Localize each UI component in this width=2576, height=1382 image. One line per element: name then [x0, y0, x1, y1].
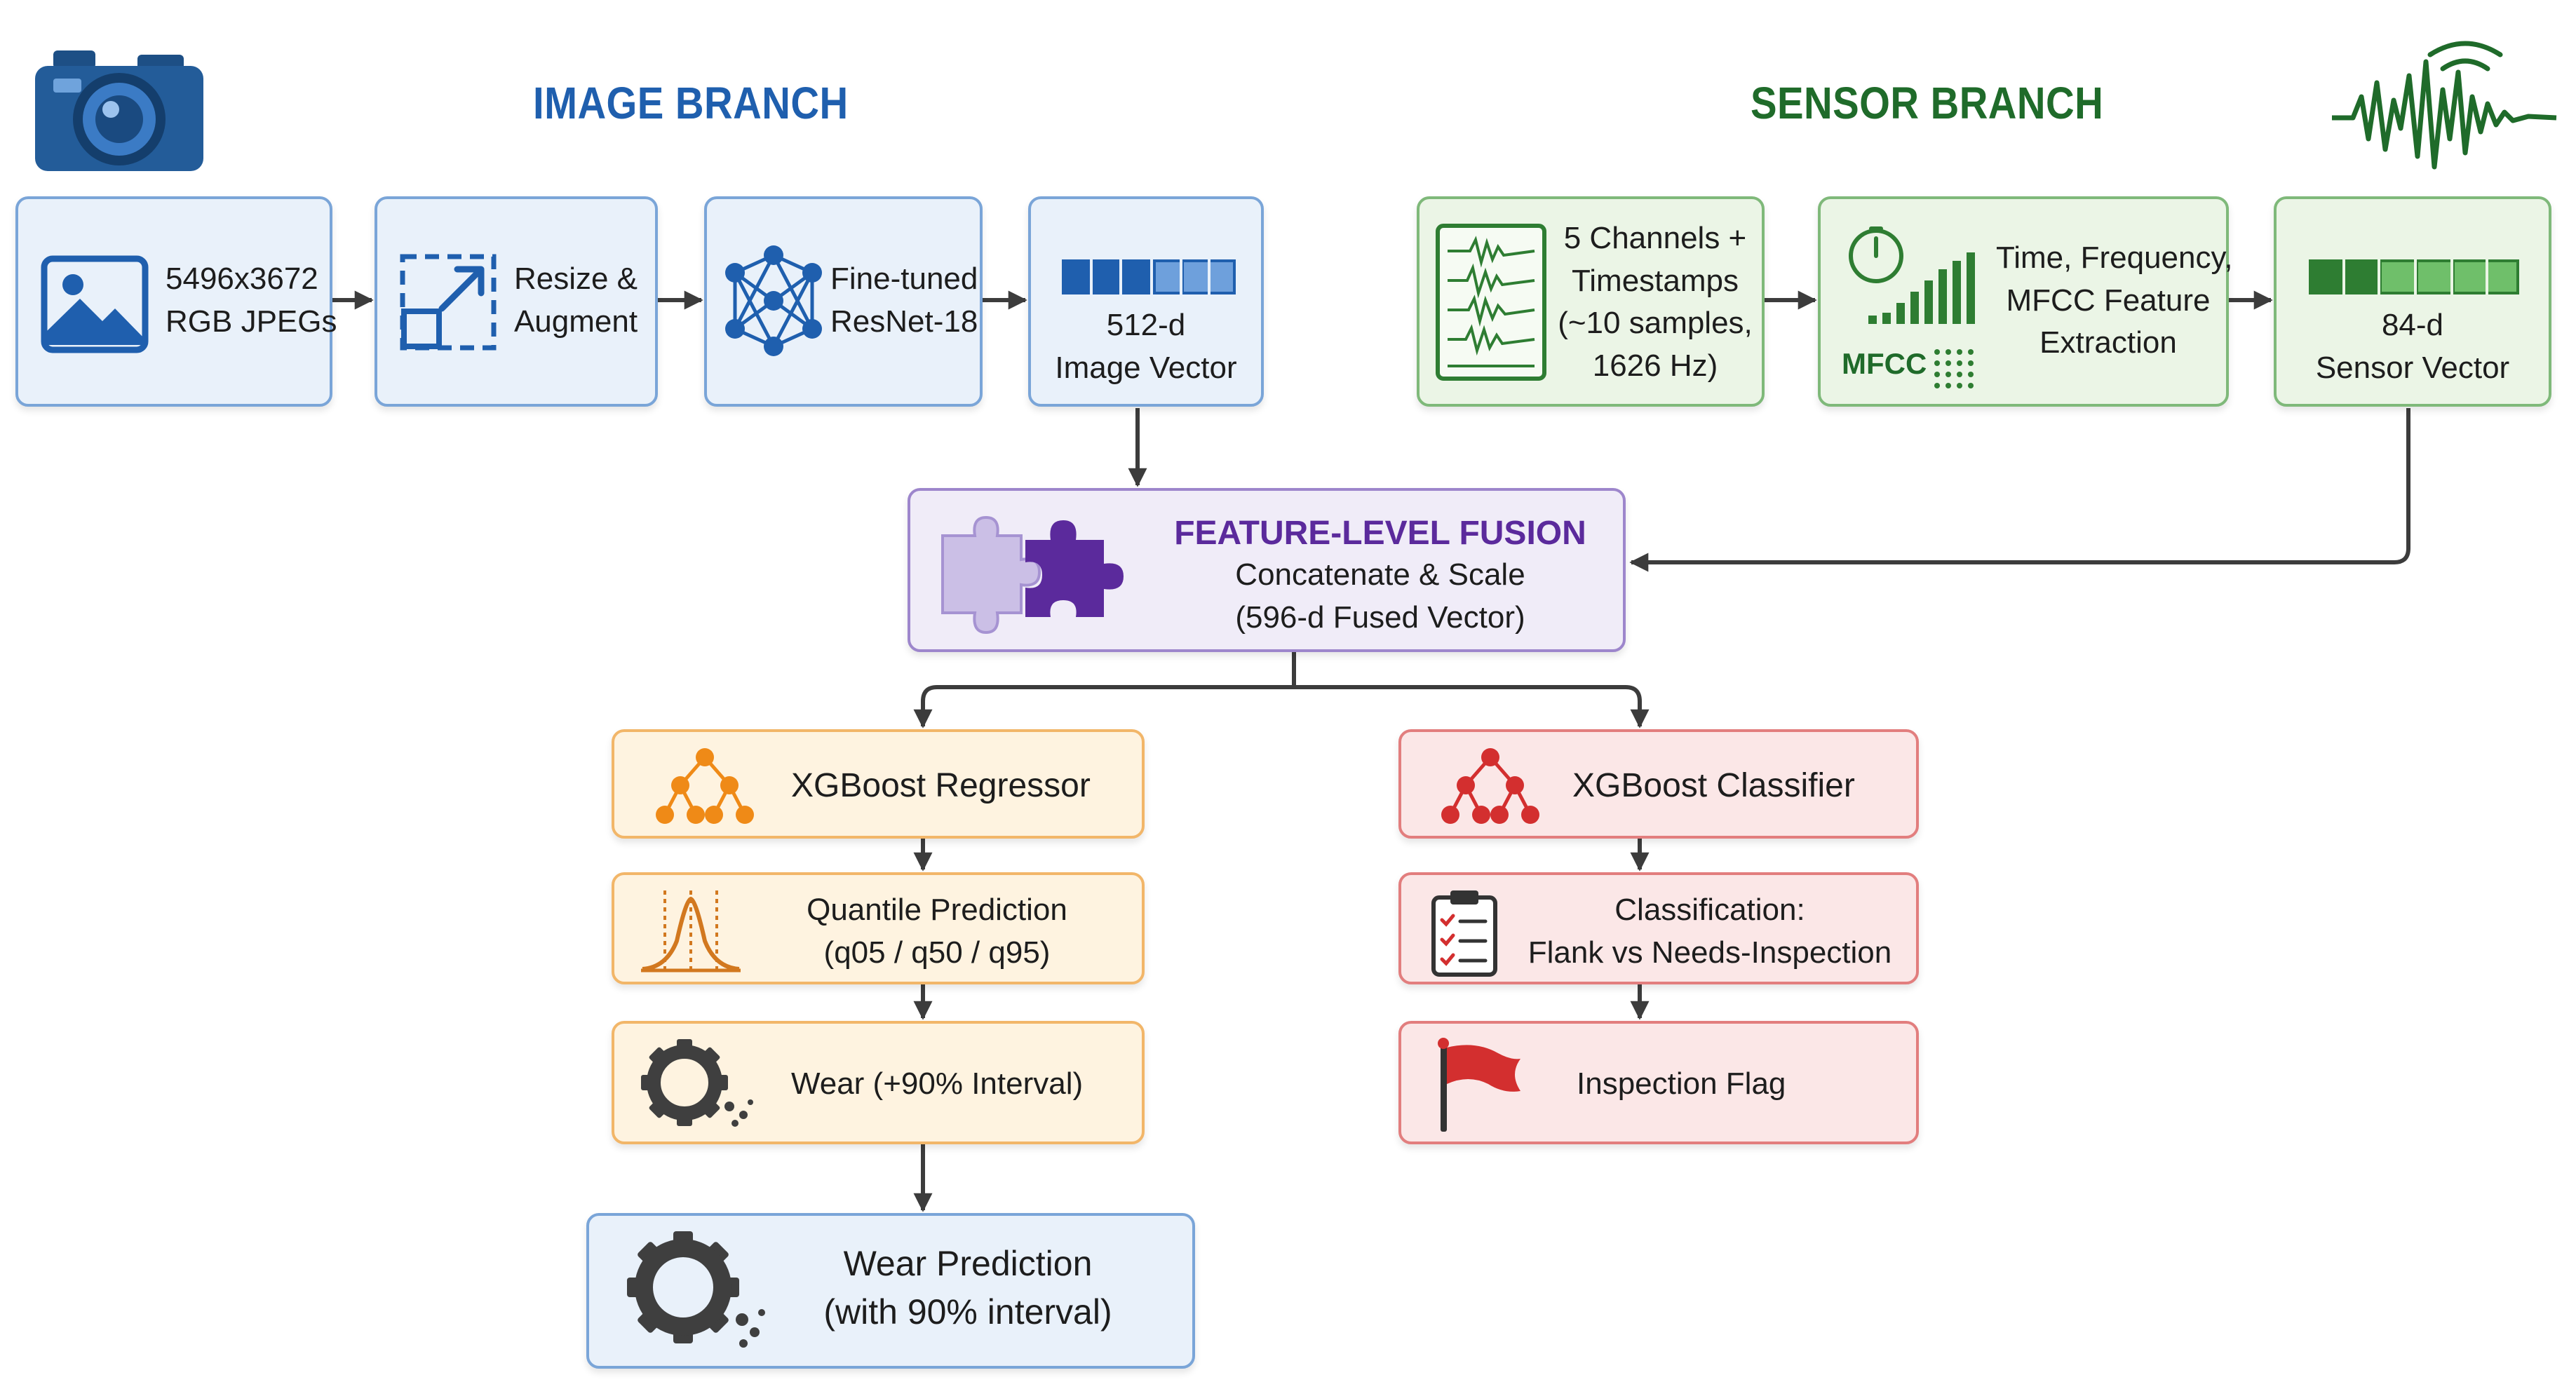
- features-line2: MFCC Feature: [2006, 283, 2211, 318]
- inspection-flag-label: Inspection Flag: [1577, 1066, 1786, 1101]
- classifier-label: XGBoost Classifier: [1572, 767, 1855, 804]
- regressor-label: XGBoost Regressor: [791, 767, 1091, 804]
- final-line2: (with 90% interval): [823, 1292, 1112, 1332]
- image-input-line2: RGB JPEGs: [166, 304, 337, 339]
- features-line1: Time, Frequency,: [1996, 241, 2233, 275]
- arrow-sensor-vector-to-fusion: [1629, 408, 2410, 572]
- tree-icon: [1441, 748, 1539, 824]
- fusion-title: FEATURE-LEVEL FUSION: [1174, 515, 1586, 552]
- channels-line2: Timestamps: [1572, 263, 1739, 298]
- camera-icon: [35, 50, 203, 171]
- waveform-icon: [1436, 224, 1546, 381]
- sensor-branch-title: SENSOR BRANCH: [1751, 78, 2104, 128]
- arrow-fusion-to-regressor: [913, 685, 1294, 729]
- vector-bar-icon: [1062, 259, 1236, 294]
- gear-icon: [641, 1039, 753, 1127]
- sensor-vector-box: 84-d Sensor Vector: [2274, 196, 2551, 407]
- resize-icon: [400, 254, 497, 351]
- image-vector-line2: Image Vector: [1055, 350, 1237, 385]
- sensor-signal-icon: [2332, 41, 2557, 170]
- clock-icon: [1849, 226, 1903, 283]
- final-line1: Wear Prediction: [843, 1244, 1093, 1283]
- quantile-line1: Quantile Prediction: [807, 893, 1067, 927]
- mfcc-dots-icon: [1934, 349, 1974, 388]
- spectrum-bars-icon: [1868, 252, 1975, 324]
- gear-icon: [627, 1231, 765, 1348]
- fusion-box: FEATURE-LEVEL FUSION Concatenate & Scale…: [908, 488, 1626, 652]
- fusion-line2: (596-d Fused Vector): [1235, 599, 1525, 635]
- resize-line1: Resize &: [513, 262, 638, 296]
- xgboost-classifier-box: XGBoost Classifier: [1398, 729, 1919, 839]
- channels-line3: (~10 samples,: [1558, 306, 1753, 341]
- mfcc-label: MFCC: [1842, 347, 1927, 380]
- resnet-box: Fine-tuned ResNet-18: [704, 196, 983, 407]
- xgboost-regressor-box: XGBoost Regressor: [612, 729, 1145, 839]
- vector-bar-icon: [2309, 259, 2519, 294]
- image-branch-title: IMAGE BRANCH: [533, 78, 849, 128]
- puzzle-icon: [941, 515, 1124, 635]
- wear-interval-label: Wear (+90% Interval): [791, 1066, 1084, 1101]
- image-vector-box: 512-d Image Vector: [1028, 196, 1264, 407]
- fusion-line1: Concatenate & Scale: [1235, 557, 1525, 592]
- image-icon: [41, 255, 149, 353]
- resize-augment-box: Resize & Augment: [375, 196, 658, 407]
- distribution-icon: [641, 890, 741, 973]
- arrow-fusion-to-classifier: [1294, 685, 1650, 729]
- inspection-flag-box: Inspection Flag: [1398, 1021, 1919, 1144]
- clipboard-icon: [1431, 890, 1497, 977]
- image-input-line1: 5496x3672: [166, 262, 318, 296]
- sensor-channels-box: 5 Channels + Timestamps (~10 samples, 16…: [1417, 196, 1765, 407]
- image-input-box: 5496x3672 RGB JPEGs: [15, 196, 337, 407]
- classification-line2: Flank vs Needs-Inspection: [1528, 935, 1892, 970]
- quantile-prediction-box: Quantile Prediction (q05 / q50 / q95): [612, 872, 1145, 984]
- sensor-vector-line2: Sensor Vector: [2315, 350, 2510, 385]
- resize-line2: Augment: [513, 304, 638, 339]
- classification-line1: Classification:: [1614, 893, 1805, 927]
- channels-line4: 1626 Hz): [1592, 348, 1718, 384]
- features-line3: Extraction: [2039, 325, 2177, 360]
- sensor-vector-line1: 84-d: [2381, 308, 2444, 342]
- wear-prediction-box: Wear Prediction (with 90% interval): [586, 1213, 1195, 1369]
- wear-interval-box: Wear (+90% Interval): [612, 1021, 1145, 1144]
- tree-icon: [656, 748, 754, 824]
- quantile-line2: (q05 / q50 / q95): [823, 935, 1051, 970]
- flag-icon: [1438, 1038, 1520, 1132]
- feature-extraction-box: MFCC Time, Frequency, MFCC Feature Extra…: [1818, 196, 2233, 407]
- resnet-line2: ResNet-18: [830, 304, 978, 339]
- neural-network-icon: [725, 245, 822, 356]
- resnet-line1: Fine-tuned: [830, 262, 978, 296]
- channels-line1: 5 Channels +: [1563, 221, 1747, 255]
- image-vector-line1: 512-d: [1106, 308, 1186, 342]
- classification-box: Classification: Flank vs Needs-Inspectio…: [1398, 872, 1919, 984]
